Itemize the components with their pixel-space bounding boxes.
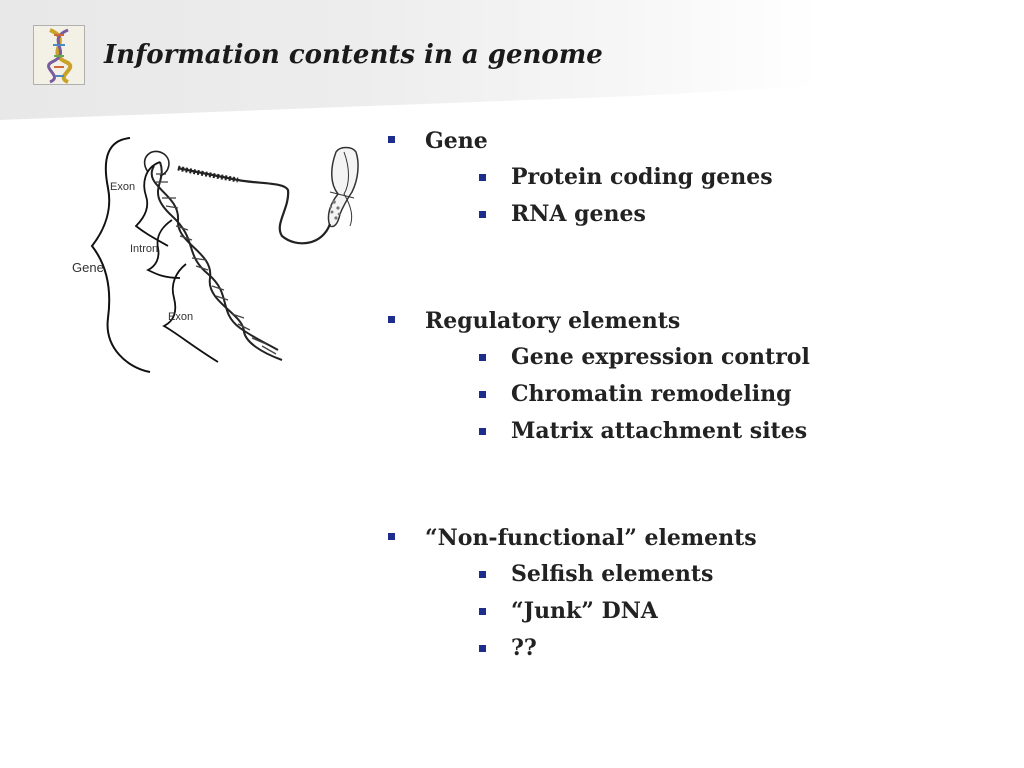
list-item: “Junk” DNA	[425, 593, 1004, 630]
square-bullet-icon	[479, 211, 486, 218]
list-item: Gene expression control	[425, 339, 1004, 376]
square-bullet-icon	[479, 174, 486, 181]
list-item: RNA genes	[425, 196, 1004, 233]
list-item: Selfish elements	[425, 556, 1004, 593]
dna-logo-icon	[33, 25, 85, 85]
bullet-heading: Regulatory elements Gene expression cont…	[384, 306, 1004, 450]
square-bullet-icon	[479, 428, 486, 435]
list-item: ??	[425, 630, 1004, 667]
square-bullet-icon	[388, 533, 395, 540]
bullet-group-nonfunctional: “Non-functional” elements Selfish elemen…	[384, 523, 1004, 667]
square-bullet-icon	[479, 391, 486, 398]
list-item: Protein coding genes	[425, 159, 1004, 196]
bullet-list: Gene Protein coding genes RNA genes Regu…	[384, 126, 1004, 667]
bullet-heading: Gene Protein coding genes RNA genes	[384, 126, 1004, 233]
intron-label: Intron	[130, 243, 158, 255]
bullet-heading: “Non-functional” elements Selfish elemen…	[384, 523, 1004, 667]
square-bullet-icon	[479, 354, 486, 361]
slide-title: Information contents in a genome	[104, 40, 603, 70]
list-item: Matrix attachment sites	[425, 413, 1004, 450]
exon-label-top: Exon	[110, 181, 135, 193]
gene-dna-figure: Exon Intron Gene Exon	[72, 137, 359, 373]
gene-label: Gene	[72, 260, 104, 275]
square-bullet-icon	[388, 316, 395, 323]
chromosome-icon	[327, 146, 359, 228]
exon-label-bottom: Exon	[168, 311, 193, 323]
bullet-group-gene: Gene Protein coding genes RNA genes	[384, 126, 1004, 233]
list-item: Chromatin remodeling	[425, 376, 1004, 413]
square-bullet-icon	[479, 608, 486, 615]
square-bullet-icon	[479, 645, 486, 652]
bullet-group-regulatory: Regulatory elements Gene expression cont…	[384, 306, 1004, 450]
square-bullet-icon	[388, 136, 395, 143]
square-bullet-icon	[479, 571, 486, 578]
